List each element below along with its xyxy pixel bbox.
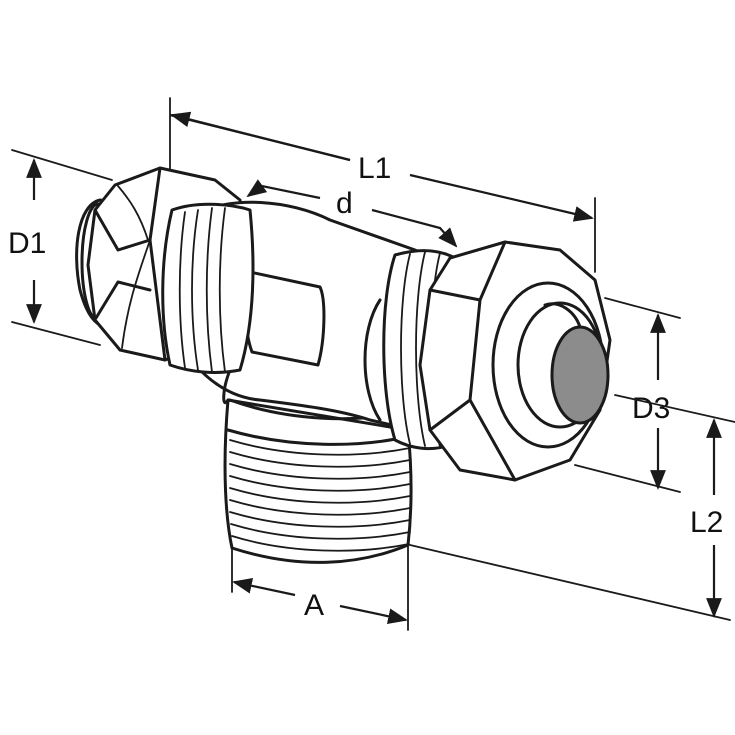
label-D3: D3: [632, 392, 670, 425]
label-D1: D1: [8, 227, 46, 260]
dimension-L1: L1: [169, 97, 596, 273]
right-union-nut: [382, 240, 612, 482]
dimension-L2: L2: [409, 394, 735, 621]
dimension-d: d: [246, 179, 458, 248]
dimension-D1: D1: [8, 149, 113, 346]
label-d: d: [336, 187, 353, 220]
dimension-D3: D3: [574, 297, 681, 493]
label-L1: L1: [358, 152, 391, 185]
label-L2: L2: [690, 506, 723, 539]
label-A: A: [304, 589, 324, 622]
dimension-A: A: [231, 544, 409, 631]
